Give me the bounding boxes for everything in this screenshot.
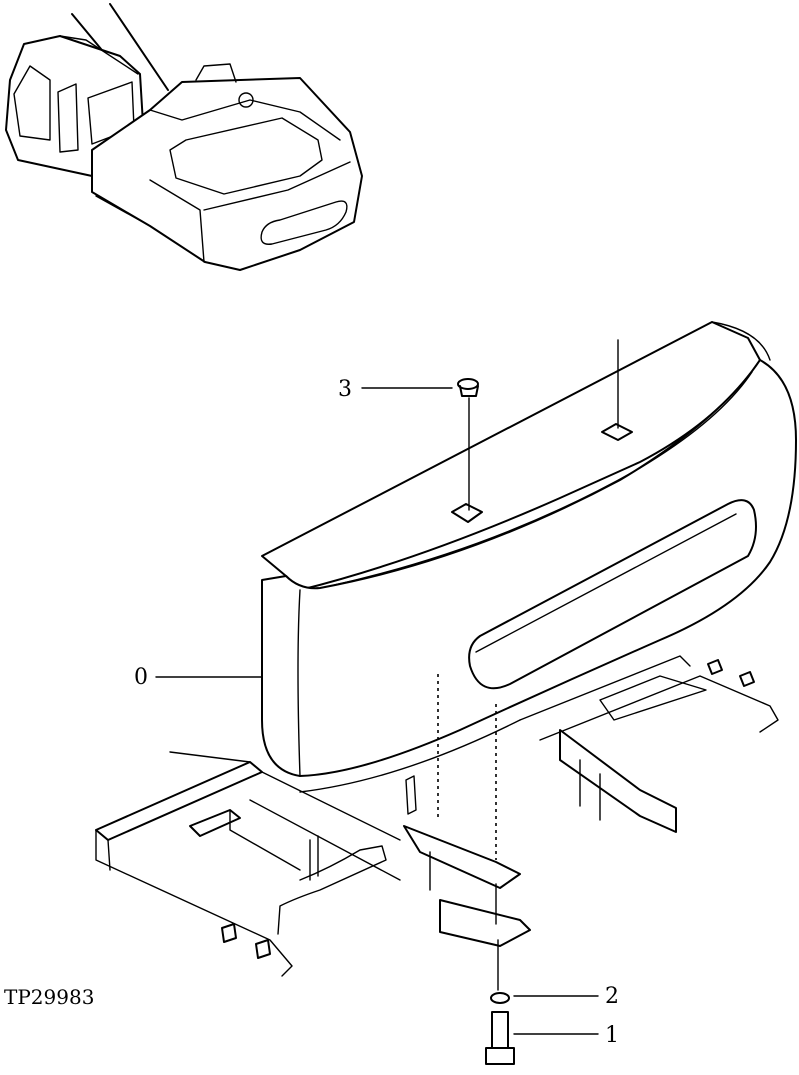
left-mount-plate-bottom xyxy=(439,899,531,947)
leader-lines xyxy=(155,387,599,1035)
lift-pad-left xyxy=(451,503,483,523)
bolt-head xyxy=(485,1047,515,1065)
frame-rail-mid xyxy=(261,771,401,841)
hood-top-edge xyxy=(149,99,341,141)
lower-body-edge xyxy=(95,195,151,227)
counterweight-left-edge xyxy=(297,589,301,777)
radiator-cap-box xyxy=(195,63,237,83)
cab-door-window xyxy=(57,83,79,153)
upper-frame xyxy=(95,655,779,977)
frame-tab-2 xyxy=(255,939,271,959)
bolt-part xyxy=(485,1011,515,1065)
plug-assembly xyxy=(457,339,619,511)
slot-inner-line xyxy=(475,513,737,653)
counterweight-top-edge xyxy=(203,161,351,211)
frame-right-tab-1 xyxy=(707,659,723,675)
frame-beam-left-top xyxy=(95,761,263,841)
callout-1: 1 xyxy=(605,1023,619,1048)
bolt-guide-lines xyxy=(437,674,499,991)
left-mount-posts xyxy=(429,851,497,925)
frame-beam-edge xyxy=(107,839,111,871)
plug-body xyxy=(459,385,479,397)
counterweight-front-face xyxy=(261,359,797,777)
frame-curved-bracket xyxy=(277,845,387,935)
frame-under-edge xyxy=(299,719,521,793)
right-mount-posts xyxy=(579,759,601,821)
engine-hood xyxy=(169,117,323,195)
frame-beam-left-side xyxy=(95,829,293,977)
counterweight-crease xyxy=(329,371,753,587)
lift-pad-right xyxy=(601,423,633,441)
excavator-overview xyxy=(5,3,363,271)
cab-roof-edge xyxy=(59,35,139,75)
frame-right-rail-top xyxy=(519,655,691,721)
figure-id: TP29983 xyxy=(4,985,94,1009)
overview-counterweight-slot xyxy=(260,200,348,245)
frame-right-rail xyxy=(539,675,779,741)
callout-3: 3 xyxy=(338,377,352,402)
counterweight-seam xyxy=(149,179,205,263)
frame-rail-back xyxy=(169,751,251,763)
frame-inner-edge xyxy=(229,809,301,871)
fuel-cap xyxy=(238,92,254,108)
washer-part xyxy=(490,992,510,1004)
boom-line-right xyxy=(109,3,169,91)
plug-head xyxy=(457,378,479,390)
frame-right-tab-2 xyxy=(739,671,755,687)
counterweight-corner-edge xyxy=(711,321,771,361)
counterweight-slot xyxy=(468,499,757,690)
bolt-shank xyxy=(491,1011,509,1049)
right-mount-bracket xyxy=(559,729,677,833)
frame-rail-lower xyxy=(249,799,401,881)
cab-window-front xyxy=(13,65,51,141)
frame-post xyxy=(309,835,319,881)
counterweight-main xyxy=(261,321,797,777)
washer xyxy=(490,992,510,1004)
callout-0: 0 xyxy=(134,665,148,690)
left-mount-plate-top xyxy=(403,825,521,889)
frame-stud xyxy=(405,775,417,815)
callout-2: 2 xyxy=(605,984,619,1009)
frame-right-cutout xyxy=(599,675,707,721)
frame-block xyxy=(189,809,241,837)
frame-tab-1 xyxy=(221,923,237,943)
